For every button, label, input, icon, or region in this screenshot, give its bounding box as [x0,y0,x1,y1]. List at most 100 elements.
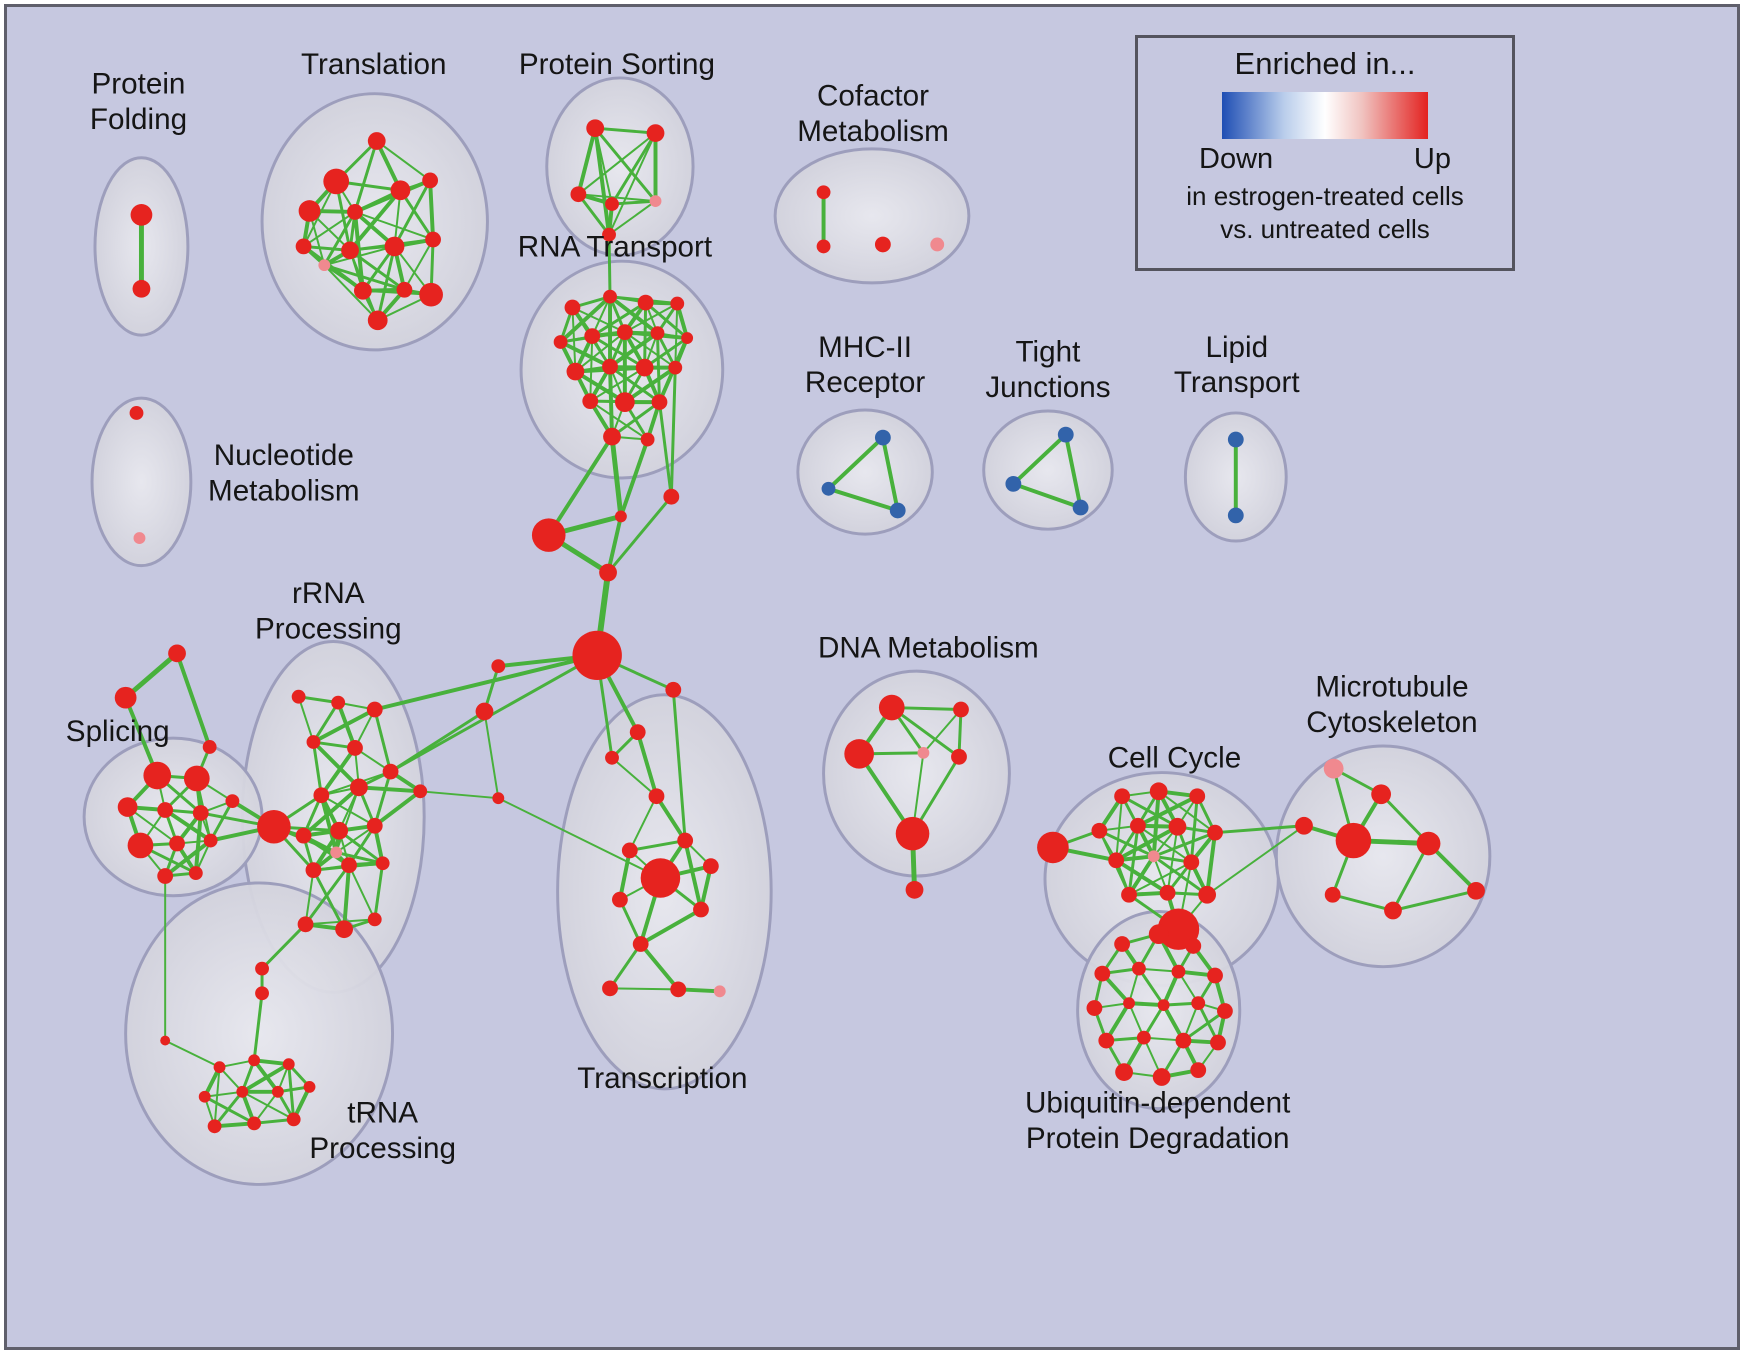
node-rna_transport-15[interactable] [651,394,668,410]
node-rrna-19[interactable] [367,912,382,927]
node-nucleotide-1[interactable] [133,532,146,544]
node-trna-3[interactable] [282,1058,295,1071]
node-ubiquitin-11[interactable] [1217,1003,1233,1019]
node-ubiquitin-4[interactable] [1131,961,1146,976]
node-x-0[interactable] [531,518,566,552]
node-splicing-10[interactable] [188,866,203,880]
node-microtubule-5[interactable] [1467,881,1485,900]
node-rrna-11[interactable] [366,817,383,834]
node-cell_cycle-11[interactable] [1121,886,1137,903]
node-dna_metabolism-1[interactable] [953,701,969,718]
node-rna_transport-16[interactable] [603,427,621,446]
node-ubiquitin-13[interactable] [1136,1030,1151,1045]
node-transcription-5[interactable] [640,858,681,898]
node-x-4[interactable] [572,630,622,680]
node-ubiquitin-14[interactable] [1175,1032,1192,1049]
node-cell_cycle-2[interactable] [1149,782,1168,801]
node-rna_transport-9[interactable] [566,362,585,381]
node-splicing-9[interactable] [157,868,174,884]
node-translation-6[interactable] [295,238,312,255]
node-translation-10[interactable] [318,259,331,272]
node-splicing-8[interactable] [203,833,218,848]
node-ubiquitin-5[interactable] [1171,964,1186,979]
node-rrna-0[interactable] [291,689,306,704]
node-rrna-1[interactable] [331,695,346,710]
node-transcription-9[interactable] [632,936,649,952]
node-translation-14[interactable] [367,310,388,331]
node-splicing-2[interactable] [117,797,138,817]
node-rrna-14[interactable] [341,857,357,874]
node-cell_cycle-0[interactable] [1037,831,1069,864]
node-cofactor-1[interactable] [816,239,831,254]
node-ubiquitin-12[interactable] [1098,1032,1115,1049]
node-splicing-5[interactable] [225,794,240,809]
node-transcription-0[interactable] [629,724,646,741]
node-cofactor-2[interactable] [874,236,891,253]
node-protein_folding-1[interactable] [132,279,151,298]
node-protein_sorting-5[interactable] [602,227,616,242]
node-transcription-4[interactable] [621,842,638,859]
node-dna_metabolism-0[interactable] [878,694,905,721]
node-ubiquitin-15[interactable] [1210,1034,1226,1051]
node-trna-10[interactable] [286,1112,301,1127]
node-lipid-0[interactable] [1227,431,1244,448]
node-translation-11[interactable] [353,281,372,300]
node-mhc-2[interactable] [889,502,906,519]
node-rna_transport-13[interactable] [582,393,599,409]
node-tight-0[interactable] [1057,426,1074,443]
node-cofactor-0[interactable] [816,185,831,200]
node-transcription-10[interactable] [602,980,618,997]
node-tight-1[interactable] [1005,476,1022,492]
node-rrna-7[interactable] [313,787,330,804]
node-x-6[interactable] [475,702,494,721]
node-translation-7[interactable] [341,241,359,260]
node-rna_transport-3[interactable] [670,296,685,311]
node-protein_sorting-2[interactable] [570,186,587,203]
node-trna-2[interactable] [248,1054,261,1067]
node-x-7[interactable] [492,792,505,805]
node-trna-11[interactable] [160,1035,171,1046]
node-rna_transport-4[interactable] [553,335,568,349]
node-rrna-6[interactable] [257,810,291,844]
node-cell_cycle-3[interactable] [1189,788,1206,805]
node-rna_transport-5[interactable] [584,328,601,344]
node-rrna-3[interactable] [306,735,321,749]
node-cell_cycle-9[interactable] [1147,850,1160,863]
node-rna_transport-6[interactable] [616,324,633,341]
node-trna-5[interactable] [236,1085,249,1098]
node-trna-1[interactable] [213,1061,226,1074]
node-trna-8[interactable] [207,1119,222,1134]
node-ubiquitin-1[interactable] [1114,936,1131,952]
node-rrna-15[interactable] [375,856,390,871]
node-ubiquitin-8[interactable] [1123,997,1135,1010]
node-splicing-7[interactable] [169,835,185,852]
node-cell_cycle-5[interactable] [1130,817,1146,834]
node-translation-2[interactable] [298,200,321,222]
node-nucleotide-0[interactable] [129,406,144,420]
node-rrna-4[interactable] [347,740,363,756]
node-protein_sorting-0[interactable] [586,119,605,138]
node-translation-0[interactable] [323,168,350,195]
node-protein_sorting-4[interactable] [649,195,662,208]
node-ubiquitin-18[interactable] [1190,1062,1207,1079]
node-splicing-0[interactable] [143,761,172,790]
node-x-11[interactable] [665,681,682,698]
node-dna_metabolism-5[interactable] [895,816,930,851]
node-x-2[interactable] [614,510,627,523]
node-rrna-18[interactable] [335,920,353,939]
node-transcription-2[interactable] [648,788,665,805]
node-microtubule-6[interactable] [1324,886,1341,903]
node-rna_transport-7[interactable] [650,326,665,341]
node-x-8[interactable] [168,644,186,663]
node-rrna-12[interactable] [413,784,428,799]
node-trna-9[interactable] [247,1116,262,1131]
node-rrna-5[interactable] [382,763,399,780]
node-protein_sorting-3[interactable] [605,197,619,211]
node-trna-7[interactable] [303,1080,316,1093]
node-rrna-20[interactable] [255,961,269,976]
node-rna_transport-2[interactable] [637,294,654,311]
node-ubiquitin-10[interactable] [1191,996,1206,1011]
node-dna_metabolism-2[interactable] [844,739,874,769]
node-translation-3[interactable] [347,204,363,220]
node-rna_transport-11[interactable] [635,358,654,377]
